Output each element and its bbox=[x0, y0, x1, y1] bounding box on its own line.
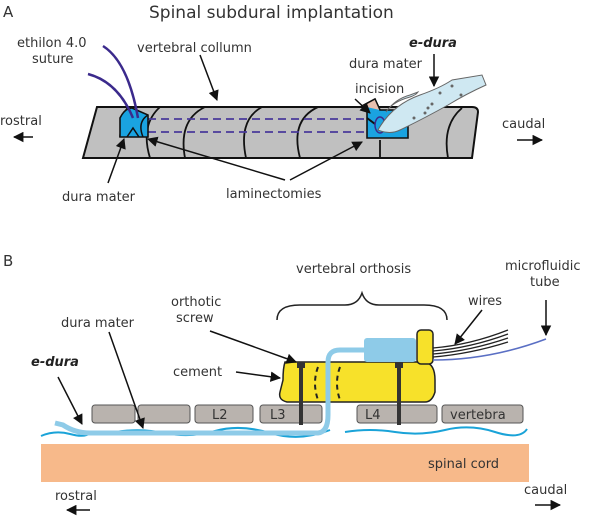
vertebra-label-l3: L3 bbox=[270, 408, 286, 423]
arrow-e-dura-b bbox=[57, 376, 83, 425]
panel-a-letter: A bbox=[3, 3, 14, 21]
arrow-dura-mater-bottom bbox=[107, 138, 126, 184]
label-orthotic-line2: screw bbox=[176, 311, 214, 326]
label-laminectomies: laminectomies bbox=[226, 187, 322, 202]
label-dura-mater-b: dura mater bbox=[61, 316, 135, 331]
arrow-dura-mater-b bbox=[108, 331, 145, 429]
e-dura-implant bbox=[377, 74, 487, 133]
arrow-incision bbox=[354, 98, 371, 114]
label-e-dura-a: e-dura bbox=[409, 36, 457, 51]
vertebra-block-l3 bbox=[259, 404, 323, 424]
label-incision: incision bbox=[355, 82, 404, 97]
arrow-wires bbox=[454, 309, 483, 345]
microfluidic-reservoir bbox=[364, 338, 416, 362]
panel-b-letter: B bbox=[3, 252, 13, 270]
orthotic-screw-right bbox=[397, 368, 401, 425]
label-microfluidic-line2: tube bbox=[530, 275, 560, 290]
vertebra-block-labeled bbox=[441, 404, 524, 424]
panel-b: B spinal cord L2 L3 L4 vertebra bbox=[3, 252, 581, 516]
vertebra-label-vertebra: vertebra bbox=[450, 408, 506, 423]
arrow-vertebral-column bbox=[199, 54, 219, 101]
label-caudal-b: caudal bbox=[524, 483, 567, 498]
label-rostral-b: rostral bbox=[55, 489, 97, 504]
vertebra-block bbox=[91, 404, 136, 424]
left-laminectomy bbox=[119, 107, 149, 138]
orthotic-screw-left bbox=[299, 368, 303, 425]
vertebra-label-l4: L4 bbox=[365, 408, 381, 423]
label-dura-mater-bottom: dura mater bbox=[62, 190, 136, 205]
arrow-laminectomy-right bbox=[289, 141, 363, 181]
label-cement: cement bbox=[173, 365, 222, 380]
label-dura-mater-top: dura mater bbox=[349, 57, 423, 72]
label-spinal-cord: spinal cord bbox=[428, 457, 499, 472]
label-rostral-a: rostral bbox=[0, 114, 42, 129]
dura-line-3 bbox=[344, 426, 528, 437]
label-suture-line2: suture bbox=[32, 52, 73, 67]
vertebrae: L2 L3 L4 vertebra bbox=[91, 404, 524, 424]
label-suture-line1: ethilon 4.0 bbox=[17, 36, 87, 51]
vertebra-label-l2: L2 bbox=[212, 408, 228, 423]
arrow-orthotic-screw bbox=[209, 330, 297, 364]
arrow-laminectomy-left bbox=[146, 136, 286, 181]
vertebra-block-l2 bbox=[194, 404, 254, 424]
microfluidic-tube bbox=[432, 338, 547, 361]
orthosis-brace bbox=[276, 290, 448, 321]
vertebra-block bbox=[137, 404, 191, 424]
spinal-cord bbox=[41, 444, 529, 482]
label-wires: wires bbox=[468, 294, 502, 309]
label-vertebral-orthosis: vertebral orthosis bbox=[296, 262, 411, 277]
arrow-cement bbox=[235, 371, 282, 382]
label-caudal-a: caudal bbox=[502, 117, 545, 132]
label-orthotic-line1: orthotic bbox=[171, 295, 221, 310]
panel-a-title: Spinal subdural implantation bbox=[149, 3, 394, 23]
label-microfluidic-line1: microfluidic bbox=[505, 259, 581, 274]
panel-a: A Spinal subdural implantation bbox=[0, 3, 545, 205]
label-vertebral-column: vertebral collumn bbox=[137, 41, 252, 56]
wires bbox=[432, 329, 547, 361]
e-dura-strip bbox=[54, 347, 366, 436]
label-e-dura-b: e-dura bbox=[31, 355, 79, 370]
suture-threads bbox=[87, 44, 140, 119]
vertebral-orthosis bbox=[278, 329, 436, 425]
